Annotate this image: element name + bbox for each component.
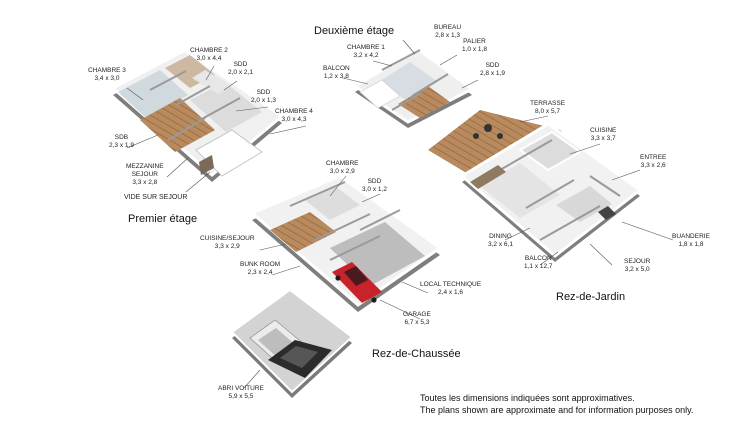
room-dim: 3,0 x 2,9 — [329, 168, 355, 175]
room-name: CUISINE — [590, 127, 617, 134]
room-name: DINING — [489, 233, 512, 240]
room-dim: 2,8 x 1,9 — [480, 70, 505, 77]
room-dim: 2,8 x 1,3 — [435, 32, 461, 39]
room-dim: 2,0 x 2,1 — [228, 69, 253, 76]
room-name: SDD — [256, 89, 271, 96]
room-dim: 5,9 x 5,5 — [228, 393, 254, 400]
room-dim: 2,3 x 1,9 — [109, 142, 134, 149]
rez-de-jardin-model — [428, 110, 643, 262]
room-name: GARAGE — [403, 311, 431, 318]
floor-title-deuxieme: Deuxième étage — [314, 25, 395, 37]
room-name: BUNK ROOM — [240, 261, 281, 268]
room-dim: 2,0 x 1,3 — [251, 97, 276, 104]
disclaimer-fr: Toutes les dimensions indiquées sont app… — [420, 393, 635, 403]
room-dim: 8,0 x 5,7 — [535, 108, 560, 115]
room-name: BUREAU — [434, 24, 462, 31]
room-name: VIDE SUR SEJOUR — [124, 194, 188, 201]
floor-title-jardin: Rez-de-Jardin — [556, 291, 626, 303]
room-name: BALCON — [524, 255, 552, 262]
floor-title-rdc: Rez-de-Chaussée — [372, 348, 461, 360]
room-name: TERRASSE — [530, 100, 566, 107]
room-dim: 3,4 x 3,0 — [94, 75, 120, 82]
disclaimer: Toutes les dimensions indiquées sont app… — [420, 392, 694, 416]
room-dim: 1,8 x 1,8 — [678, 241, 704, 248]
room-dim: 3,0 x 4,3 — [281, 116, 307, 123]
room-name: CHAMBRE 2 — [190, 47, 228, 54]
deuxieme-etage-model — [352, 47, 475, 128]
room-name: ENTREE — [640, 154, 667, 161]
room-name: CHAMBRE 4 — [275, 108, 313, 115]
room-dim: 2,3 x 2,4 — [247, 269, 273, 276]
room-dim: 2,4 x 1,6 — [438, 289, 463, 296]
room-name: CHAMBRE — [326, 160, 359, 167]
room-dim: 1,2 x 3,8 — [323, 73, 349, 80]
room-dim: 3,3 x 2,6 — [640, 162, 666, 169]
floor-title-premier: Premier étage — [128, 213, 198, 225]
room-dim: 3,2 x 5,0 — [624, 266, 650, 273]
room-name: SDB — [114, 134, 129, 141]
label-vide-sur-sejour: VIDE SUR SEJOUR — [124, 194, 187, 202]
room-dim: 3,3 x 2,9 — [214, 243, 240, 250]
room-name: SEJOUR — [624, 258, 651, 265]
disclaimer-en: The plans shown are approximate and for … — [420, 405, 694, 415]
abri-voiture-model — [230, 288, 354, 398]
room-name: CHAMBRE 3 — [88, 67, 126, 74]
room-name: ABRI VOITURE — [218, 385, 264, 392]
room-dim: 3,0 x 4,4 — [196, 55, 222, 62]
room-name: PALIER — [463, 38, 486, 45]
room-dim: 1,0 x 1,8 — [462, 46, 487, 53]
room-dim: 3,2 x 4,2 — [353, 52, 379, 59]
room-name: CUISINE/SEJOUR — [200, 235, 255, 242]
room-name: BALCON — [323, 65, 350, 72]
room-name: CHAMBRE 1 — [347, 44, 385, 51]
room-name: MEZZANINE SEJOUR — [126, 163, 164, 178]
room-name: SDD — [233, 61, 248, 68]
room-dim: 1,1 x 12,7 — [524, 263, 553, 270]
room-name: SDD — [485, 62, 500, 69]
room-name: LOCAL TECHNIQUE — [420, 281, 482, 288]
room-dim: 3,0 x 1,2 — [362, 186, 387, 193]
premier-etage-model — [110, 48, 285, 182]
room-dim: 3,3 x 2,8 — [132, 179, 158, 186]
room-dim: 6,7 x 5,3 — [404, 319, 430, 326]
room-dim: 3,3 x 3,7 — [590, 135, 616, 142]
rez-de-chaussee-model — [249, 174, 443, 312]
room-name: SDD — [367, 178, 382, 185]
room-name: BUANDERIE — [672, 233, 710, 240]
room-dim: 3,2 x 6,1 — [488, 241, 513, 248]
leader-lines — [126, 39, 674, 389]
